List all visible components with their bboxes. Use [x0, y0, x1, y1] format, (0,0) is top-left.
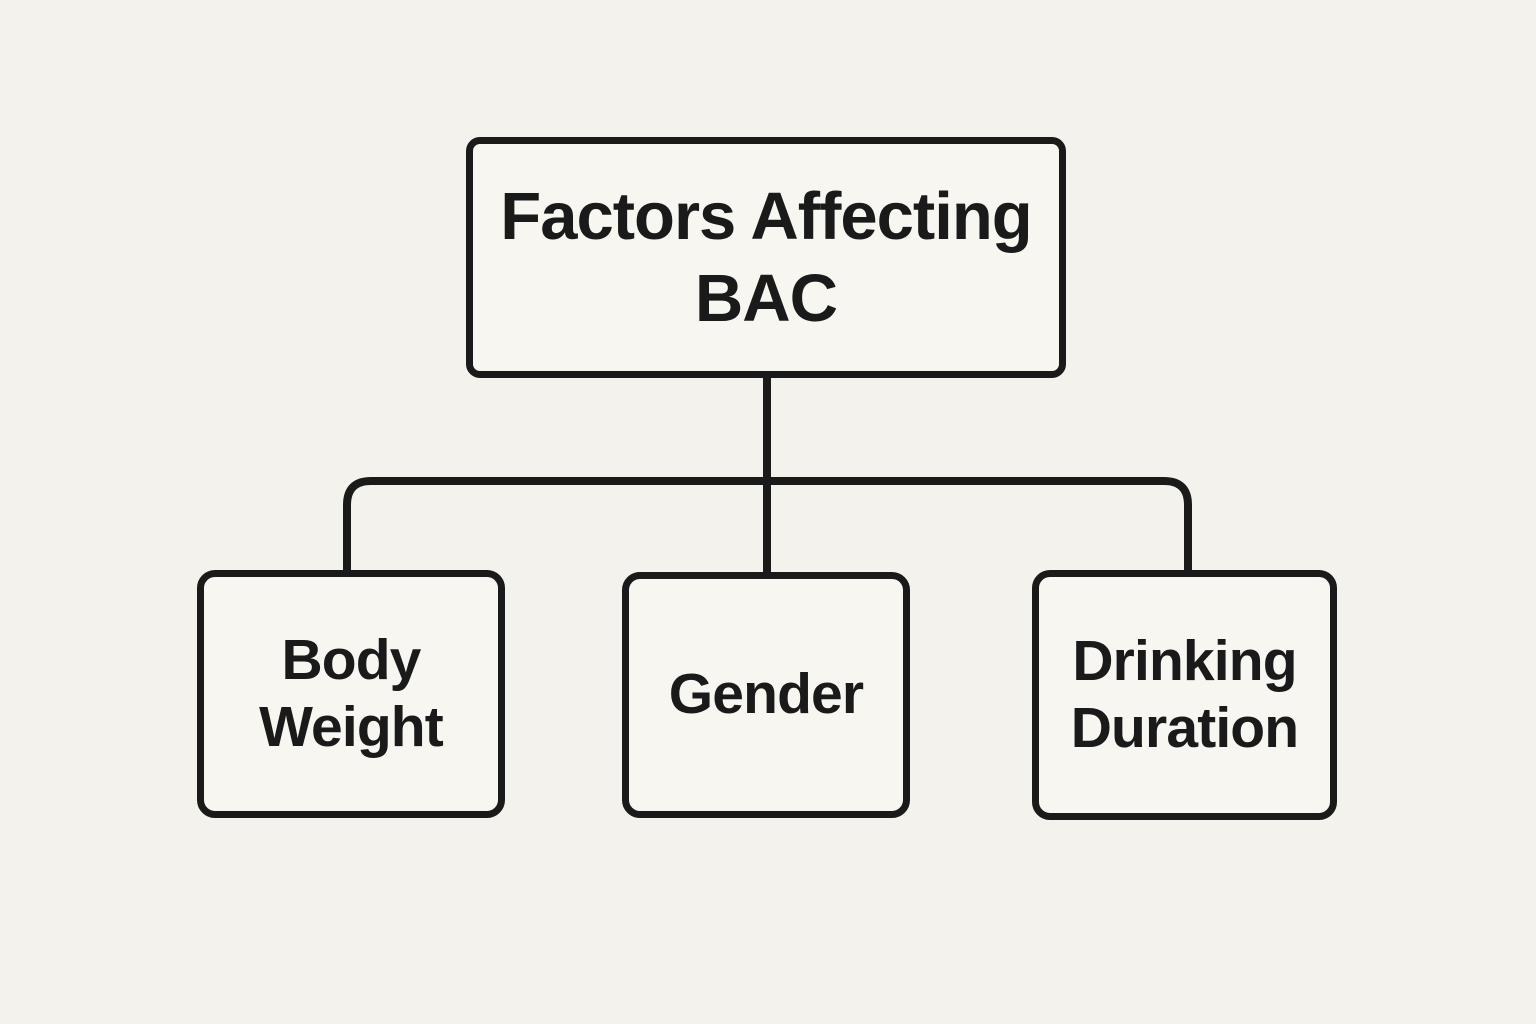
connector-rail — [343, 477, 1192, 574]
node-label: Gender — [668, 662, 864, 727]
node-drinking-duration: Drinking Duration — [1032, 570, 1337, 820]
node-factors-affecting-bac: Factors Affecting BAC — [466, 137, 1066, 378]
node-label: Body Weight — [259, 627, 444, 759]
node-body-weight: Body Weight — [197, 570, 505, 818]
node-label: Drinking Duration — [1070, 628, 1299, 760]
node-gender: Gender — [622, 572, 910, 818]
node-label: Factors Affecting BAC — [500, 178, 1032, 336]
